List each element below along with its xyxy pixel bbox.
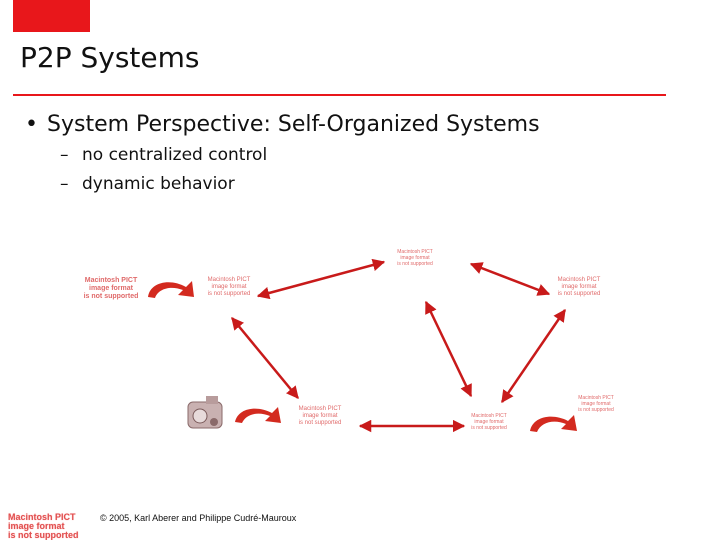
sub-bullet-text: no centralized control [82, 145, 268, 165]
double-arrow-icon [231, 317, 299, 399]
double-arrow-icon [256, 258, 386, 300]
curved-arrow-icon [235, 407, 281, 423]
sub-bullet-1: –no centralized control [60, 145, 267, 165]
sub-bullet-marker: – [60, 145, 69, 165]
double-arrow-icon [469, 262, 551, 296]
double-arrow-icon [500, 308, 567, 404]
camera-icon [187, 396, 223, 429]
main-bullet-text: System Perspective: Self-Organized Syste… [47, 112, 540, 137]
curved-arrow-icon [148, 281, 194, 298]
double-arrow-icon [424, 300, 473, 398]
sub-bullet-marker: – [60, 174, 69, 194]
title-accent-block [13, 0, 90, 32]
main-bullet: • System Perspective: Self-Organized Syst… [25, 111, 540, 140]
bullet-marker: • [25, 112, 38, 137]
title-divider [13, 94, 666, 96]
copyright-footer: © 2005, Karl Aberer and Philippe Cudré-M… [100, 513, 297, 523]
sub-bullet-2: –dynamic behavior [60, 174, 235, 194]
slide-title: P2P Systems [20, 41, 200, 74]
sub-bullet-text: dynamic behavior [82, 174, 235, 194]
curved-arrow-icon [530, 415, 577, 432]
